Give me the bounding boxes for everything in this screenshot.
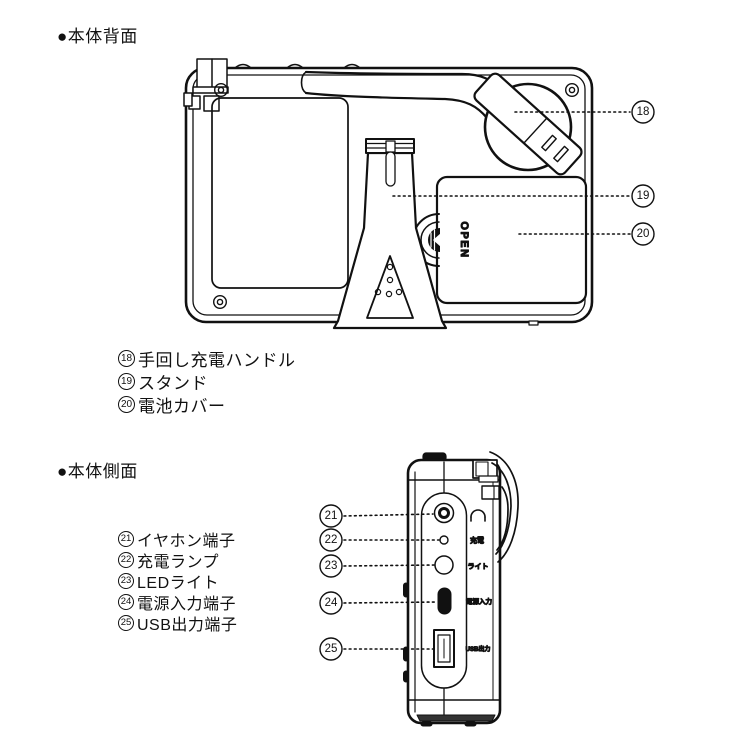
crank-bar xyxy=(473,72,583,176)
callout-21: 21 xyxy=(319,504,343,528)
side-left-nubs xyxy=(403,582,409,683)
side-leader-lines xyxy=(343,513,440,650)
stand-holes xyxy=(374,263,403,298)
charge-label: 充電 xyxy=(470,536,484,545)
bottom-nub xyxy=(528,320,539,326)
svg-text:23: 23 xyxy=(325,560,338,572)
callout-18: 18 xyxy=(631,100,655,124)
callout-23: 23 xyxy=(319,554,343,578)
list-item-stand: 19 スタンド xyxy=(118,370,296,393)
callout-19: 19 xyxy=(631,184,655,208)
side-view-diagram: 充電 ライト 電源入力 USB出力 xyxy=(319,451,519,727)
svg-text:22: 22 xyxy=(325,534,338,546)
circled-number-20: 20 xyxy=(118,396,135,413)
svg-text:24: 24 xyxy=(325,597,338,609)
hand-crank-handle xyxy=(473,72,583,176)
callout-22: 22 xyxy=(319,528,343,552)
back-callout-list: 18 手回し充電ハンドル 19 スタンド 20 電池カバー xyxy=(118,347,296,416)
screw-bottom-left xyxy=(212,295,227,310)
open-label: OPEN xyxy=(458,221,470,258)
side-crank-knob xyxy=(472,459,500,500)
svg-text:19: 19 xyxy=(637,190,650,202)
list-item-crank-handle: 18 手回し充電ハンドル xyxy=(118,347,296,370)
circled-number-25: 25 xyxy=(118,614,134,631)
list-item-earphone-jack: 21 イヤホン端子 xyxy=(118,528,237,550)
earphone-jack xyxy=(433,502,455,524)
svg-text:21: 21 xyxy=(325,510,338,522)
callout-label: USB出力端子 xyxy=(137,616,238,634)
callout-label: 電池カバー xyxy=(138,397,226,416)
circled-number-19: 19 xyxy=(118,373,135,390)
back-view-diagram: OPEN xyxy=(183,58,655,330)
circled-number-21: 21 xyxy=(118,530,134,547)
charge-lamp xyxy=(439,535,449,545)
screw-top-left xyxy=(213,82,228,97)
screw-top-right xyxy=(565,82,580,97)
callout-label: スタンド xyxy=(138,374,208,393)
side-callout-list: 21 イヤホン端子 22 充電ランプ 23 LEDライト 24 電源入力端子 2… xyxy=(118,528,238,634)
callout-label: 充電ランプ xyxy=(137,553,220,571)
callout-20: 20 xyxy=(631,222,655,246)
list-item-power-input: 24 電源入力端子 xyxy=(118,591,237,613)
callout-label: イヤホン端子 xyxy=(137,532,236,550)
stand-cutout xyxy=(366,255,414,319)
callout-label: 電源入力端子 xyxy=(137,595,237,613)
back-leader-lines xyxy=(392,111,631,235)
power-input-jack xyxy=(437,587,452,615)
back-callout-bubbles: 18 19 20 xyxy=(631,100,655,246)
light-label: ライト xyxy=(468,563,489,571)
power-input-label: 電源入力 xyxy=(466,597,493,606)
circled-number-18: 18 xyxy=(118,350,135,367)
list-item-usb-output: 25 USB出力端子 xyxy=(118,612,238,634)
list-item-led-light: 23 LEDライト xyxy=(118,570,237,592)
led-light xyxy=(434,555,454,575)
side-crank-wheel xyxy=(489,451,519,563)
back-section-header: ●本体背面 xyxy=(57,27,138,46)
list-item-charge-lamp: 22 充電ランプ xyxy=(118,549,237,571)
back-panel xyxy=(211,97,349,289)
svg-text:25: 25 xyxy=(325,643,338,655)
side-bottom-foot xyxy=(416,714,496,727)
usb-output-label: USB出力 xyxy=(466,645,491,653)
callout-label: LEDライト xyxy=(137,574,220,592)
svg-text:20: 20 xyxy=(637,228,650,240)
stand xyxy=(332,138,448,330)
circled-number-23: 23 xyxy=(118,572,134,589)
side-callout-bubbles: 21 22 23 24 25 xyxy=(319,504,343,661)
svg-text:18: 18 xyxy=(637,106,650,118)
headphone-icon xyxy=(470,509,486,522)
callout-25: 25 xyxy=(319,637,343,661)
circled-number-22: 22 xyxy=(118,551,134,568)
usb-port xyxy=(433,629,455,668)
circled-number-24: 24 xyxy=(118,593,134,610)
callout-24: 24 xyxy=(319,591,343,615)
callout-label: 手回し充電ハンドル xyxy=(138,351,296,370)
list-item-battery-cover: 20 電池カバー xyxy=(118,393,296,416)
side-section-header: ●本体側面 xyxy=(57,462,138,481)
